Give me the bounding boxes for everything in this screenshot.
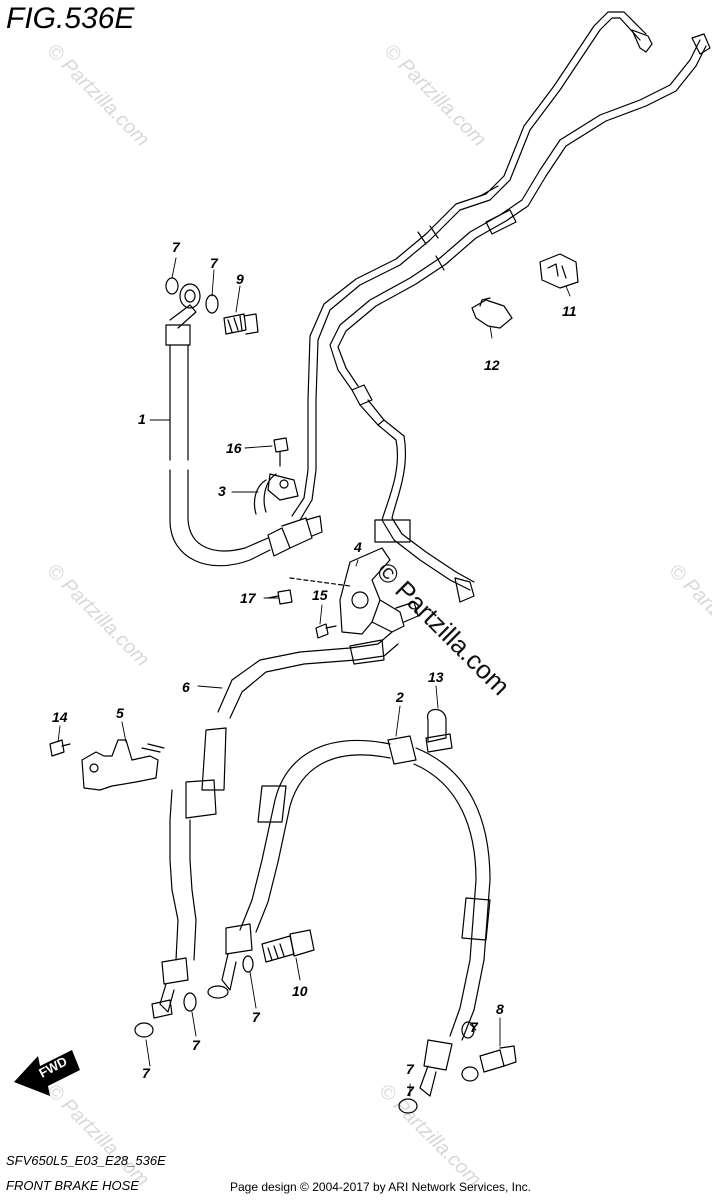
callout-10: 10 xyxy=(292,983,308,999)
bolt-10 xyxy=(261,929,315,963)
callout-7: 7 xyxy=(172,239,181,255)
callout-5: 5 xyxy=(116,705,124,721)
callout-4: 4 xyxy=(353,539,362,555)
callout-7: 7 xyxy=(142,1065,151,1081)
callout-11: 11 xyxy=(562,303,577,319)
figure-caption: FRONT BRAKE HOSE xyxy=(6,1178,139,1193)
callout-14: 14 xyxy=(52,709,68,725)
clamp-3 xyxy=(253,473,299,515)
joint-bracket-4 xyxy=(339,547,419,635)
callout-labels: 1 2 3 4 5 6 7 7 7 7 7 7 7 7 8 9 10 11 12… xyxy=(52,239,577,1099)
callout-15: 15 xyxy=(312,587,328,603)
callout-1: 1 xyxy=(138,411,146,427)
bolt-17 xyxy=(267,589,293,605)
hose-middle xyxy=(351,384,475,603)
callout-7: 7 xyxy=(192,1037,201,1053)
clamp-13 xyxy=(425,708,453,753)
callout-6: 6 xyxy=(182,679,190,695)
callout-13: 13 xyxy=(428,669,444,685)
brake-pipe-upper xyxy=(291,11,653,521)
bracket-5 xyxy=(81,739,165,791)
brake-pipe-lower xyxy=(329,33,711,391)
bolt-8 xyxy=(479,1045,517,1073)
callout-7: 7 xyxy=(252,1009,261,1025)
callout-8: 8 xyxy=(496,1001,504,1017)
callout-3: 3 xyxy=(218,483,226,499)
clamp-11 xyxy=(539,253,579,289)
callout-16: 16 xyxy=(226,440,242,456)
bolt-14 xyxy=(49,739,71,757)
fwd-arrow-icon: FWD xyxy=(14,1050,80,1096)
figure-title: FIG.536E xyxy=(6,2,135,35)
brake-hose-6 xyxy=(151,631,399,1019)
clip-12 xyxy=(471,297,513,329)
callout-17: 17 xyxy=(240,590,257,606)
model-code: SFV650L5_E03_E28_536E xyxy=(6,1153,166,1168)
callout-2: 2 xyxy=(395,689,404,705)
bolt-16 xyxy=(273,437,289,467)
callout-7: 7 xyxy=(210,255,219,271)
bolt-9 xyxy=(223,313,259,335)
callout-12: 12 xyxy=(484,357,500,373)
dashed-indicator xyxy=(289,577,351,587)
brake-hose-2 xyxy=(221,735,491,1097)
callout-9: 9 xyxy=(236,271,244,287)
brake-hose-1 xyxy=(165,304,323,567)
bolt-15 xyxy=(315,623,337,639)
copyright-notice: Page design © 2004-2017 by ARI Network S… xyxy=(230,1180,532,1194)
leader-lines xyxy=(57,257,571,1097)
callout-7: 7 xyxy=(470,1019,479,1035)
callout-7: 7 xyxy=(406,1083,415,1099)
callout-7: 7 xyxy=(406,1061,415,1077)
